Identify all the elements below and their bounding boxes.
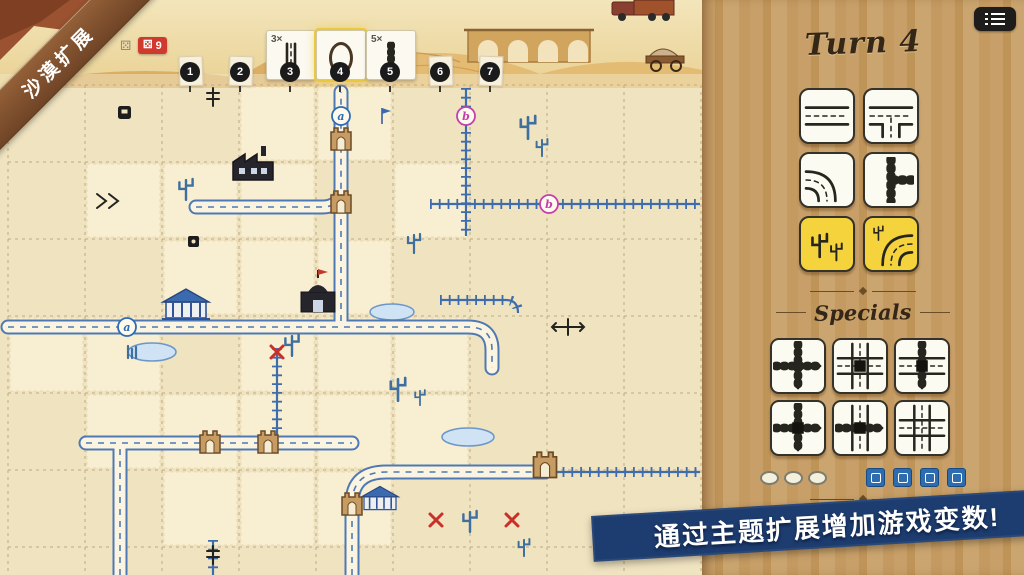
round-tick [339, 86, 341, 92]
board-area: a b b a 沙漠扩展 ⚄ ⚄ 9 [0, 0, 702, 575]
round-tick [489, 86, 491, 92]
round-marker-1: 1 [180, 62, 200, 82]
round-marker-6: 6 [430, 62, 450, 82]
svg-text:b: b [545, 198, 553, 211]
die-rail-tee[interactable] [863, 152, 919, 208]
blue-token-button[interactable] [866, 468, 885, 487]
specials-grid [770, 338, 956, 456]
truck-icon [611, 0, 675, 21]
dice-tray [799, 88, 927, 272]
die-icon: ⚄ [120, 38, 132, 53]
exit-b-mid: b [539, 194, 559, 214]
specials-title: Specials [702, 299, 1024, 326]
blue-station-icon [160, 288, 212, 320]
meeple-icons [118, 106, 199, 247]
blue-token-button[interactable] [920, 468, 939, 487]
round-card-5: 5× [366, 30, 416, 80]
die-road-tee[interactable] [863, 88, 919, 144]
svg-text:a: a [123, 321, 130, 334]
die-road-curve-cactus[interactable] [863, 216, 919, 272]
die-icon: ⚄ [143, 39, 153, 51]
diamond-icon [858, 286, 868, 296]
wagon-icon [645, 48, 685, 72]
special-tile-rail-rail-used[interactable] [770, 400, 826, 456]
dice-count: 9 [155, 39, 162, 52]
round-marker-5: 5 [380, 62, 400, 82]
svg-text:b: b [462, 110, 470, 123]
dice-count-badge: ⚄ 9 [138, 37, 167, 54]
special-tile-rail-road-used[interactable] [894, 338, 950, 394]
special-tile-rail-rail[interactable] [770, 338, 826, 394]
special-tile-road-rail-used[interactable] [832, 400, 888, 456]
list-icon [985, 23, 1005, 25]
round-card-3-label: 3× [271, 34, 283, 45]
token-row [702, 468, 1024, 487]
round-marker-3: 3 [280, 62, 300, 82]
round-marker-4: 4 [330, 62, 350, 82]
special-tile-road-road-used[interactable] [832, 338, 888, 394]
token-oval [760, 470, 779, 485]
round-tick [189, 86, 191, 92]
round-card-5-label: 5× [371, 34, 383, 45]
blue-token-button[interactable] [947, 468, 966, 487]
edge-symbols [96, 87, 586, 565]
list-icon [985, 13, 1005, 15]
die-cactus-pair[interactable] [799, 216, 855, 272]
list-icon [985, 18, 1005, 20]
specials-title-label: Specials [814, 299, 912, 326]
round-tick [289, 86, 291, 92]
divider-ornament [702, 286, 1024, 296]
die-road-curve[interactable] [799, 152, 855, 208]
round-tick [439, 86, 441, 92]
exit-a-left: a [117, 317, 137, 337]
blue-station-small-icon [359, 485, 401, 511]
exit-b-top: b [456, 106, 476, 126]
exit-a-top: a [331, 106, 351, 126]
blue-token-button[interactable] [893, 468, 912, 487]
token-oval [784, 470, 803, 485]
round-marker-2: 2 [230, 62, 250, 82]
pond-icons [126, 303, 495, 447]
black-station-icon [300, 269, 336, 313]
token-oval [808, 470, 827, 485]
round-marker-7: 7 [480, 62, 500, 82]
svg-text:a: a [337, 110, 344, 123]
round-tick [389, 86, 391, 92]
special-tile-road-road[interactable] [894, 400, 950, 456]
factory-icon [232, 146, 274, 181]
side-panel: Turn 4 Specials [702, 0, 1024, 575]
die-road-straight[interactable] [799, 88, 855, 144]
menu-button[interactable] [974, 7, 1016, 31]
game-board[interactable]: a b b a [0, 0, 702, 575]
round-tick [239, 86, 241, 92]
flag-icon [381, 108, 391, 124]
